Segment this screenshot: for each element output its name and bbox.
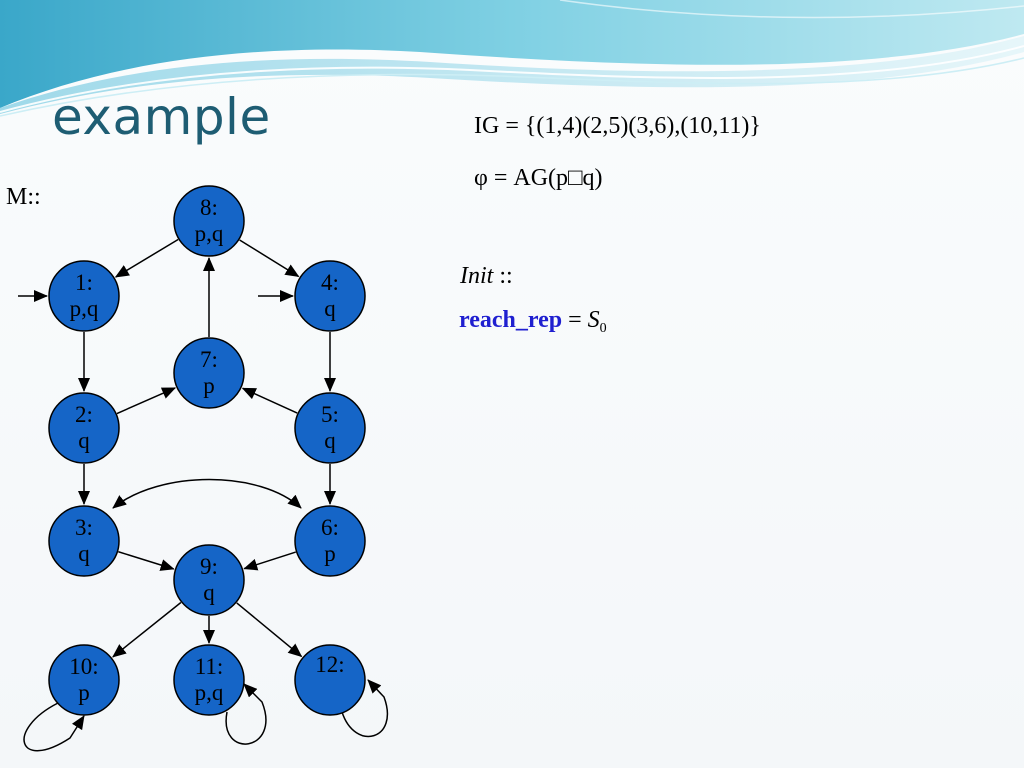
state-id-label: 7: [200, 347, 218, 372]
edge-6-to-9 [243, 551, 296, 571]
header-wave-banner [0, 0, 1024, 117]
state-id-label: 4: [321, 270, 339, 295]
edge-8-to-4 [239, 239, 300, 278]
init-suffix: :: [493, 263, 513, 289]
state-id-label: 5: [321, 402, 339, 427]
state-id-label: 3: [75, 515, 93, 540]
state-node-12: 12: [294, 644, 366, 716]
state-props-label: p,q [195, 221, 224, 246]
reach-rep-line: reach_rep = S0 [459, 307, 607, 337]
state-node-2: 2:q [48, 392, 120, 464]
state-props-label: p,q [195, 680, 224, 705]
reach-rep-keyword: reach_rep [459, 307, 563, 333]
state-circle-2 [48, 392, 120, 464]
state-node-11: 11:p,q [173, 644, 245, 716]
state-props-label: p [324, 541, 336, 566]
state-node-4: 4:q [294, 260, 366, 332]
state-circle-12 [294, 644, 366, 716]
state-node-10: 10:p [48, 644, 120, 716]
state-node-5: 5:q [294, 392, 366, 464]
slide-title: example [52, 88, 271, 146]
edge-5-to-7 [241, 387, 298, 414]
state-id-label: 1: [75, 270, 93, 295]
edge-9-to-10 [112, 601, 182, 658]
edge-2-to-7 [116, 387, 177, 415]
state-circle-9 [173, 544, 245, 616]
model-label: M:: [6, 184, 41, 210]
self-loop-12 [341, 679, 389, 738]
state-id-label: 8: [200, 195, 218, 220]
state-circle-1 [48, 260, 120, 332]
self-loop-11 [225, 683, 267, 745]
edge-3-to-6 [112, 478, 302, 509]
init-label: Init [460, 263, 494, 289]
state-circle-11 [173, 644, 245, 716]
state-id-label: 9: [200, 554, 218, 579]
reach-equals: = [562, 307, 588, 333]
reach-set-subscript: 0 [599, 321, 607, 336]
state-props-label: q [78, 428, 90, 453]
state-node-1: 1:p,q [48, 260, 120, 332]
state-circle-5 [294, 392, 366, 464]
state-id-label: 12: [315, 652, 344, 677]
state-props-label: q [324, 296, 336, 321]
state-circle-4 [294, 260, 366, 332]
state-props-label: q [78, 541, 90, 566]
state-circle-10 [48, 644, 120, 716]
edge-3-to-9 [118, 551, 175, 571]
state-circle-7 [173, 337, 245, 409]
state-props-label: p,q [70, 296, 99, 321]
state-props-label: q [324, 428, 336, 453]
reach-set: S [587, 307, 600, 333]
self-loop-10 [23, 702, 85, 752]
state-node-8: 8:p,q [173, 185, 245, 257]
state-circle-6 [294, 505, 366, 577]
state-props-label: p [78, 680, 90, 705]
edge-6-to-3 [112, 495, 127, 509]
init-line: Init :: [460, 263, 513, 290]
state-circle-3 [48, 505, 120, 577]
state-node-7: 7:p [173, 337, 245, 409]
state-id-label: 2: [75, 402, 93, 427]
edge-8-to-1 [114, 238, 179, 278]
state-circle-8 [173, 185, 245, 257]
state-node-9: 9:q [173, 544, 245, 616]
state-node-6: 6:p [294, 505, 366, 577]
state-node-3: 3:q [48, 505, 120, 577]
state-id-label: 10: [69, 654, 98, 679]
state-props-label: q [203, 580, 215, 605]
edge-9-to-12 [236, 602, 303, 658]
state-id-label: 11: [195, 654, 224, 679]
independence-graph-line: IG = {(1,4)(2,5)(3,6),(10,11)} [474, 113, 761, 139]
state-id-label: 6: [321, 515, 339, 540]
state-props-label: p [203, 373, 215, 398]
formula-line: φ = AG(p□q) [474, 165, 603, 191]
